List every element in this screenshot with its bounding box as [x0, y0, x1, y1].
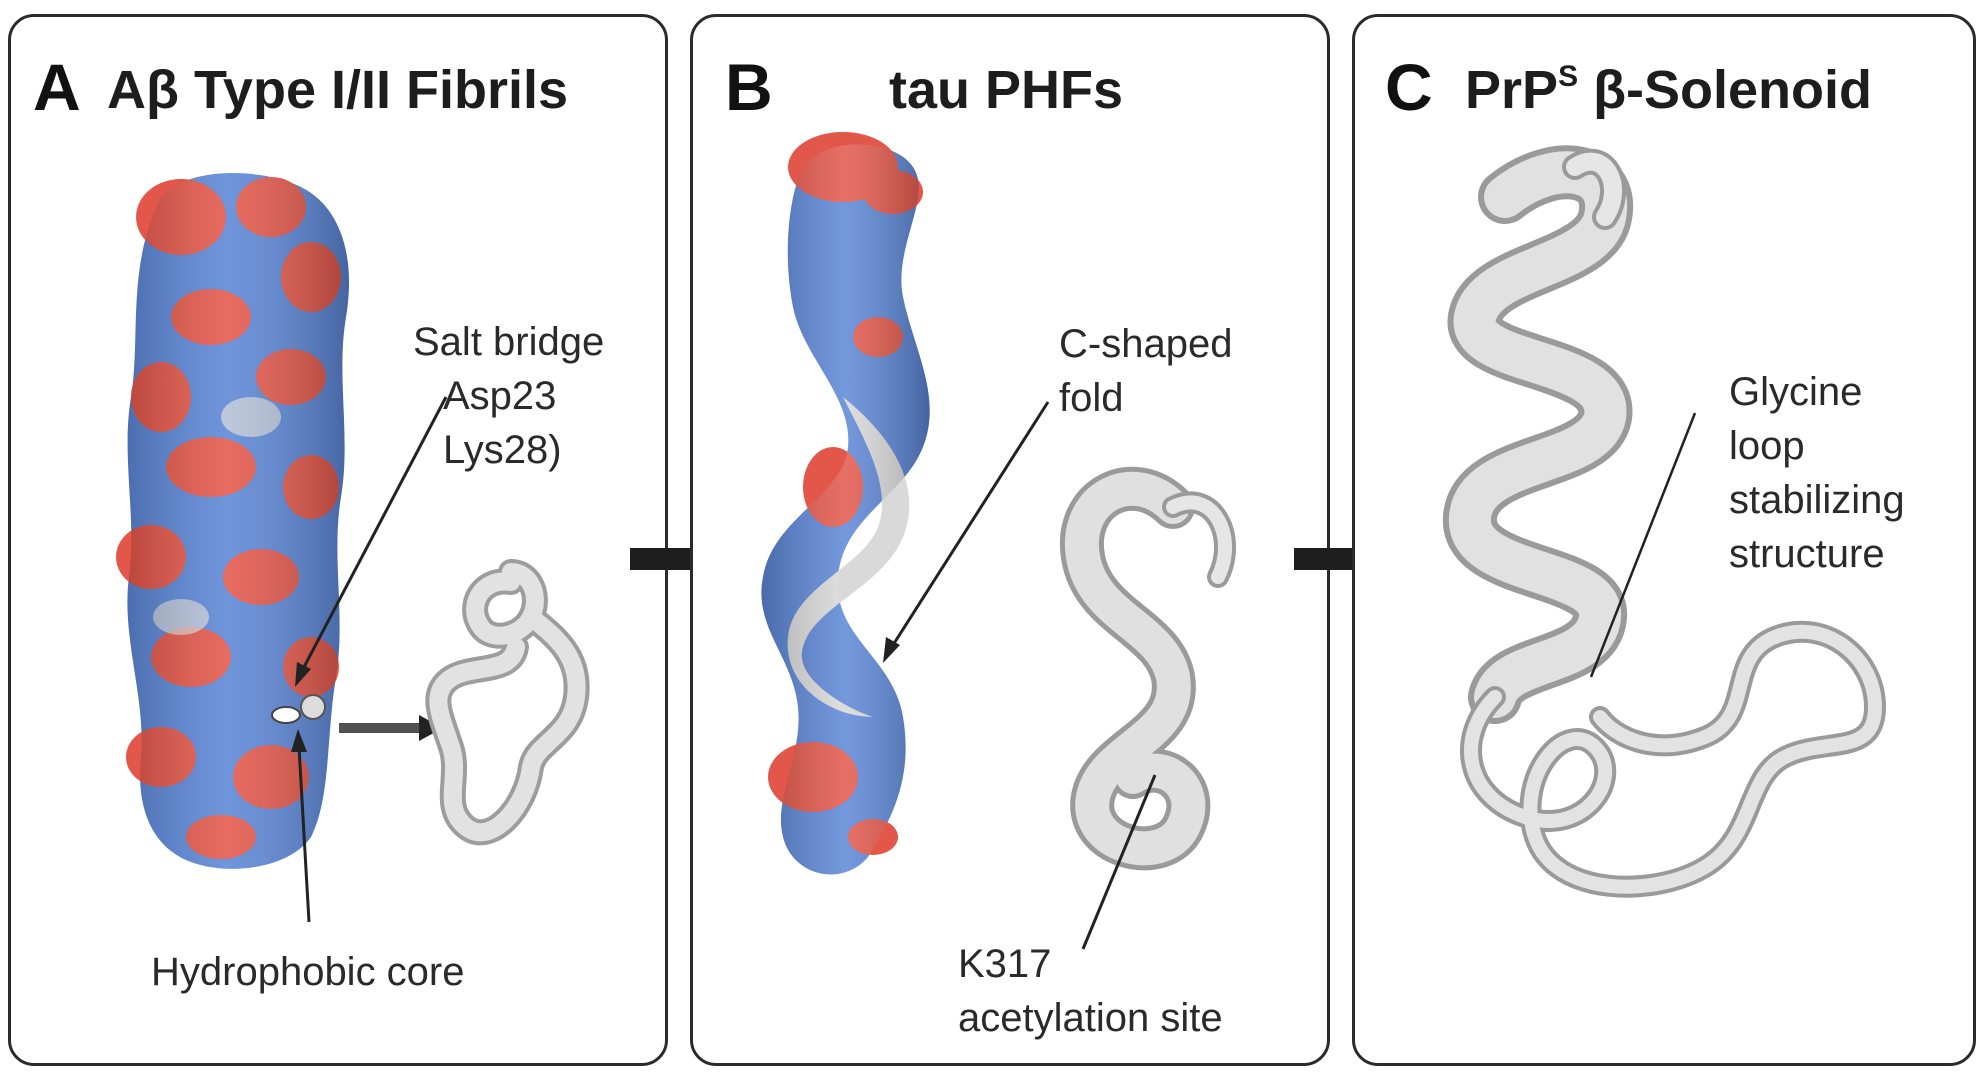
glycine-loop-label-line3: stabilizing: [1729, 478, 1905, 522]
c-fold-label-line2: fold: [1059, 376, 1124, 420]
prp-solenoid-illustration: [1443, 145, 1886, 898]
glycine-loop-label-line2: loop: [1729, 424, 1805, 468]
hydrophobic-core-label: Hydrophobic core: [151, 950, 465, 994]
panel-b-title: tau PHFs: [889, 60, 1124, 120]
c-fold-label-line1: C-shaped: [1059, 322, 1233, 366]
k317-label-line2: acetylation site: [958, 996, 1223, 1040]
k317-pointer: [1081, 774, 1157, 950]
glycine-loop-label-line1: Glycine: [1729, 370, 1863, 414]
tau-phf-illustration: [761, 132, 1237, 950]
c-shaped-ribbon: [1059, 466, 1237, 871]
panel-a-letter: A: [33, 50, 81, 124]
fibril-surface: [116, 173, 349, 869]
salt-bridge-label-line2: Asp23: [443, 374, 557, 418]
glycine-loop-pointer: [1589, 412, 1697, 678]
panel-b: B tau PHFs C-shaped fold K317 acetylatio…: [690, 14, 1330, 1066]
arrow-to-loop-icon: [339, 715, 443, 741]
panel-c: C PrPS β-Solenoid Glycine loop stabilizi…: [1352, 14, 1976, 1066]
k317-label-line1: K317: [958, 942, 1052, 986]
panel-a: A Aβ Type I/II Fibrils Salt bridge Asp23…: [8, 14, 668, 1066]
panel-c-title-prefix: PrP: [1465, 60, 1559, 120]
beta-solenoid-ribbon: [1443, 145, 1886, 898]
hydrophobic-core-marker: [271, 706, 301, 724]
salt-bridge-pointer: [301, 396, 448, 670]
panel-c-title: PrPS β-Solenoid: [1465, 59, 1872, 121]
phf-twisted-filament: [761, 132, 930, 875]
panel-c-title-suffix: β-Solenoid: [1578, 60, 1873, 120]
c-fold-pointer: [891, 401, 1050, 646]
panel-c-title-sup: S: [1558, 60, 1579, 93]
panel-a-title: Aβ Type I/II Fibrils: [107, 60, 569, 120]
amyloid-beta-fibril-illustration: [116, 173, 590, 923]
salt-bridge-label-line3: Lys28): [443, 428, 562, 472]
hydrophobic-core-pointer: [297, 746, 311, 923]
glycine-loop-label-line4: structure: [1729, 532, 1885, 576]
panel-b-letter: B: [725, 50, 773, 124]
panel-c-letter: C: [1385, 50, 1433, 124]
salt-bridge-label-line1: Salt bridge: [413, 320, 605, 364]
